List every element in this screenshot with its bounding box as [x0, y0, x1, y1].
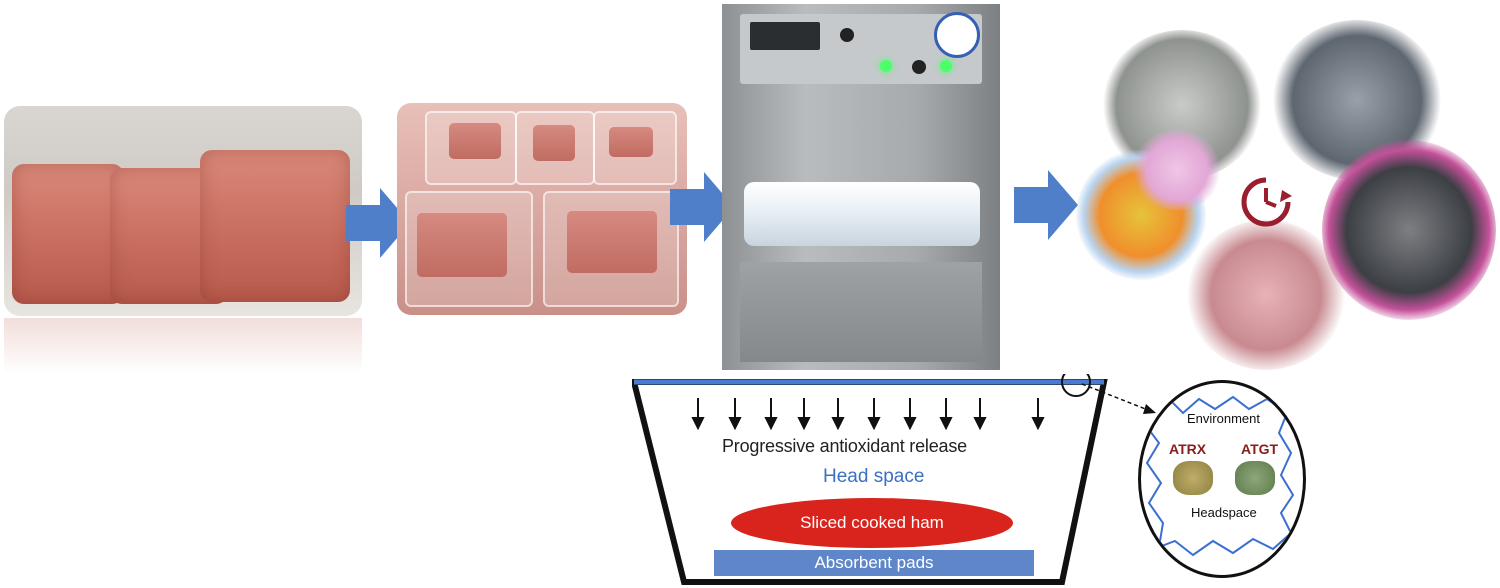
down-arrow-icon [831, 398, 845, 431]
down-arrow-icon [939, 398, 953, 431]
down-arrow-icon [691, 398, 705, 431]
instrument-photo [1322, 140, 1496, 320]
sample-photo [1186, 220, 1346, 370]
down-arrow-icon [973, 398, 987, 431]
clock-refresh-icon [1241, 177, 1292, 227]
down-arrow-icon [797, 398, 811, 431]
ham-block [12, 164, 124, 304]
down-arrow-icon [1031, 398, 1045, 431]
packaged-trays-photo [397, 103, 687, 315]
film-zoom-marker [1061, 374, 1091, 397]
down-arrow-icon [867, 398, 881, 431]
analysis-collage [1072, 10, 1496, 370]
petri-dish-photo [1132, 130, 1222, 210]
flow-arrow-icon [670, 172, 734, 242]
release-arrows [691, 398, 1045, 431]
zoom-atgt-label: ATGT [1241, 441, 1279, 457]
ham-slice [449, 123, 501, 159]
indicator-led [880, 60, 892, 72]
down-arrow-icon [903, 398, 917, 431]
machine-knob [912, 60, 926, 74]
ham-slice [417, 213, 507, 277]
ham-slice [609, 127, 653, 157]
ham-slice [567, 211, 657, 273]
machine-chamber [740, 262, 982, 362]
film-zoom-circle: Environment ATRX ATGT Headspace [1138, 380, 1306, 578]
atrx-sample [1173, 461, 1213, 495]
zoom-headspace-label: Headspace [1191, 505, 1257, 520]
zoom-atrx-label: ATRX [1169, 441, 1207, 457]
atgt-sample [1235, 461, 1275, 495]
ham-reflection [4, 318, 362, 374]
zoom-outline [1145, 395, 1295, 557]
absorbent-pads-label: Absorbent pads [714, 550, 1034, 576]
tray-cross-section [632, 374, 1108, 585]
ham-slice [533, 125, 575, 161]
machine-knob [840, 28, 854, 42]
headspace-label: Head space [823, 466, 925, 487]
zoom-connector [1081, 383, 1156, 414]
sealing-machine-photo [722, 4, 1000, 370]
ham-block [200, 150, 350, 302]
machine-display [750, 22, 820, 50]
film-roll [744, 182, 980, 246]
ham-product-label: Sliced cooked ham [731, 498, 1013, 548]
down-arrow-icon [728, 398, 742, 431]
down-arrow-icon [764, 398, 778, 431]
zoom-environment-label: Environment [1187, 411, 1260, 426]
flow-arrow-icon [1014, 170, 1078, 240]
machine-logo-icon [934, 12, 980, 58]
indicator-led [940, 60, 952, 72]
ham-blocks-photo [4, 106, 362, 316]
flow-arrow-icon [346, 188, 410, 258]
release-label: Progressive antioxidant release [722, 436, 967, 456]
